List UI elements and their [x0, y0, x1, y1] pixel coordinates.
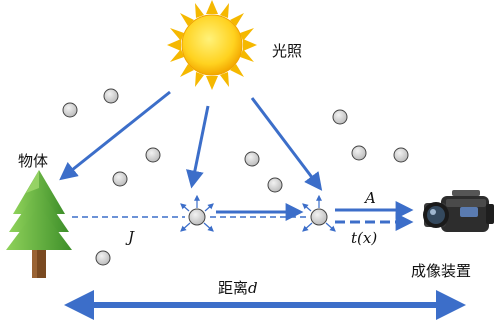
haze-particle	[393, 147, 409, 163]
haze-particle	[112, 171, 128, 187]
distance-label: 距离d	[218, 279, 258, 297]
light-ray-to-particle-1	[186, 105, 210, 189]
haze-particle	[103, 88, 119, 104]
distance-variable: d	[248, 279, 258, 297]
sun-icon	[167, 0, 257, 90]
haze-particle	[332, 109, 348, 125]
haze-particle	[95, 250, 111, 266]
light-ray-to-particle-2	[250, 97, 323, 191]
object-label: 物体	[18, 152, 48, 170]
light-ray-to-object	[59, 90, 171, 181]
light-label: 光照	[272, 42, 302, 60]
haze-particle	[145, 147, 161, 163]
scattering-particle-2	[302, 194, 336, 232]
transmission-label: t(x)	[351, 229, 377, 247]
haze-particle	[267, 177, 283, 193]
tree-icon	[6, 170, 72, 278]
video-camera-icon	[423, 190, 494, 232]
haze-particle	[244, 151, 260, 167]
haze-particles	[62, 88, 409, 266]
scene-radiance-label: J	[125, 228, 135, 246]
haze-particle	[351, 145, 367, 161]
scattering-particle-1	[180, 194, 214, 232]
camera-label: 成像装置	[411, 262, 471, 280]
distance-label-text: 距离	[218, 279, 248, 297]
haze-particle	[62, 102, 78, 118]
airlight-label: A	[363, 189, 376, 207]
